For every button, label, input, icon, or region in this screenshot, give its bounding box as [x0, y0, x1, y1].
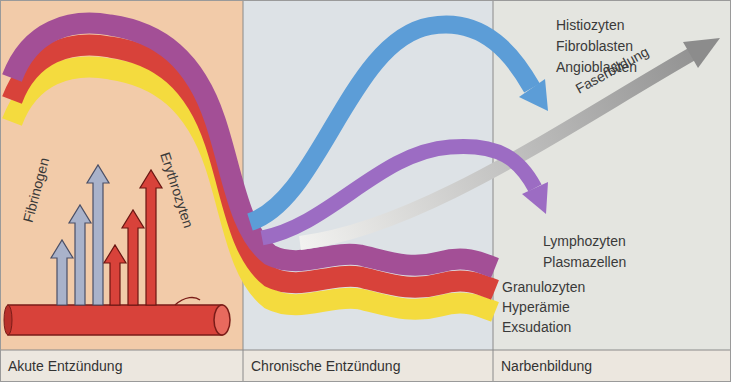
phase-name: Chronische Entzündung — [251, 358, 400, 374]
band-label: Hyperämie — [502, 300, 570, 314]
phase-label-cell: Chronische Entzündung — [243, 350, 493, 382]
arrowhead — [522, 182, 548, 214]
cell-label: Plasmazellen — [543, 255, 626, 269]
footer-strip — [0, 350, 731, 382]
histiocyte-arc — [250, 24, 532, 222]
phase-name: Akute Entzündung — [8, 358, 122, 374]
arrowhead — [519, 79, 548, 111]
cell-label: Histiozyten — [556, 18, 624, 32]
band-label: Granulozyten — [502, 280, 585, 294]
lymphocyte-arc — [262, 146, 535, 238]
phase-label-cell: Narbenbildung — [493, 350, 731, 382]
cell-label: Lymphozyten — [543, 234, 626, 248]
phase-name: Narbenbildung — [501, 358, 592, 374]
divider-line — [493, 0, 494, 382]
cell-label: Fibroblasten — [556, 39, 633, 53]
erythrocyte-arrows — [104, 170, 162, 305]
arrowhead — [683, 38, 720, 68]
divider-line — [0, 350, 731, 351]
band-label: Exsudation — [502, 320, 571, 334]
fibrinogen-arrows — [51, 165, 109, 305]
phase-label-cell: Akute Entzündung — [0, 350, 243, 382]
